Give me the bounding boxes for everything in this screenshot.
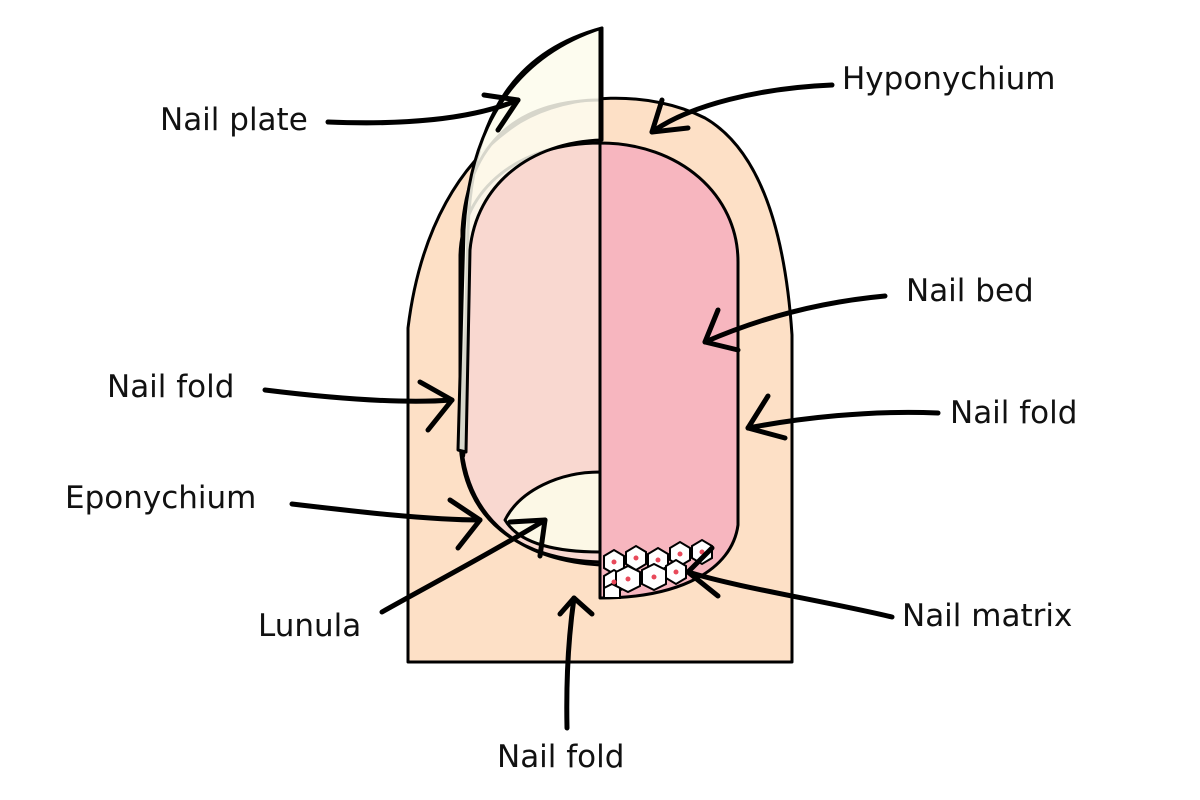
matrix-dot (655, 557, 661, 563)
arrow-nail-matrix-head (685, 545, 721, 599)
arrow-nail-fold-left-head (417, 379, 455, 433)
matrix-dot (633, 555, 639, 561)
arrow-nail-plate (325, 97, 521, 126)
arrow-nail-fold-right-head (745, 393, 788, 441)
arrows (262, 82, 941, 731)
matrix-cell (603, 582, 621, 599)
arrow-hyponychium (649, 82, 835, 135)
arrow-nail-plate-head (481, 92, 521, 133)
matrix-dot (673, 569, 679, 575)
nail-fold-groove (460, 449, 601, 567)
arrow-nail-bed (702, 293, 888, 345)
label-nail-matrix: Nail matrix (902, 598, 1072, 634)
arrow-eponychium-head (447, 497, 483, 551)
matrix-dot (611, 579, 617, 585)
label-nail-bed: Nail bed (906, 273, 1034, 309)
label-nail-fold-right: Nail fold (950, 395, 1077, 431)
label-eponychium: Eponychium (65, 480, 256, 516)
arrow-nail-fold-bottom (564, 595, 577, 731)
arrow-nail-fold-left (262, 387, 455, 404)
arrow-nail-fold-right (745, 409, 941, 431)
matrix-dot (677, 551, 683, 557)
nail-plate-body (456, 26, 604, 454)
matrix-dot (651, 574, 657, 580)
label-lunula: Lunula (258, 608, 361, 644)
matrix-dot (611, 559, 617, 565)
arrow-nail-matrix (685, 569, 895, 620)
arrow-nail-bed-head (702, 307, 741, 353)
arrow-hyponychium-head (649, 97, 691, 135)
matrix-dot (625, 576, 631, 582)
arrow-lunula-head (507, 517, 548, 559)
arrow-nail-fold-bottom-head (557, 595, 595, 617)
label-nail-plate: Nail plate (160, 102, 308, 138)
arrow-eponychium (289, 501, 483, 523)
nail-bed-right (598, 141, 740, 600)
arrow-lunula (379, 517, 548, 615)
label-nail-fold-bottom: Nail fold (497, 739, 624, 775)
label-hyponychium: Hyponychium (842, 61, 1055, 97)
label-nail-fold-left: Nail fold (107, 369, 234, 405)
